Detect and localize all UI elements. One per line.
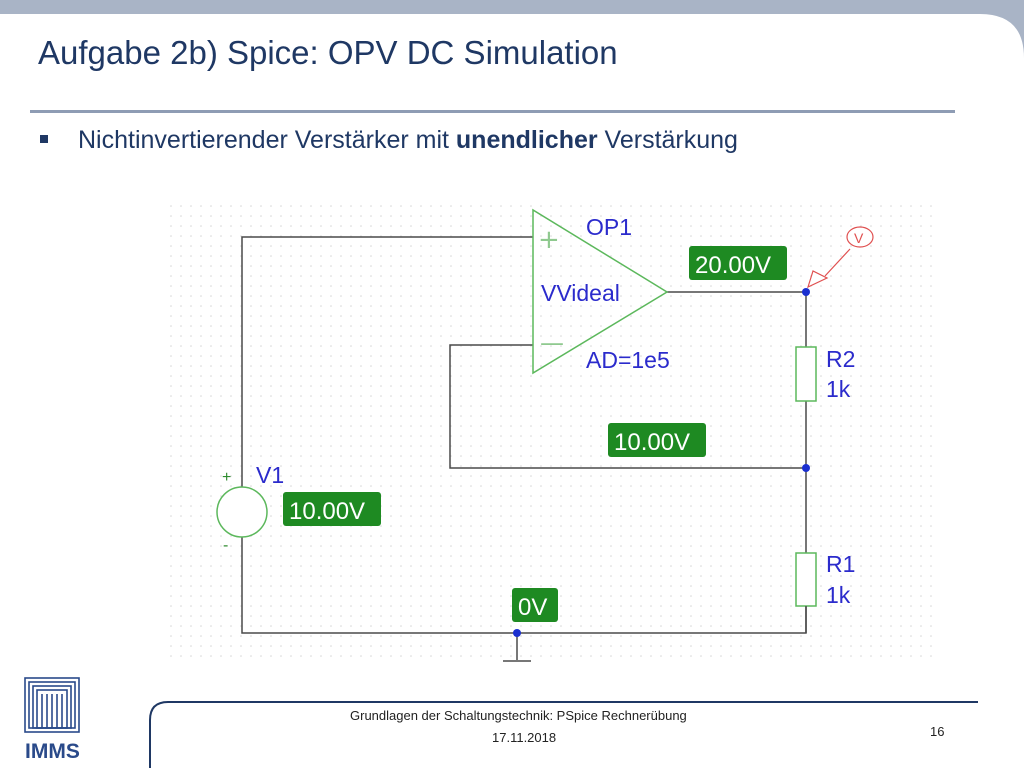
wire-input	[241, 236, 533, 505]
voltage-badge-source: 10.00V	[283, 492, 381, 526]
probe-circle	[846, 226, 874, 248]
page-number: 16	[930, 724, 945, 739]
opamp-minus-sign: —	[540, 329, 564, 357]
opamp-triangle	[532, 208, 669, 375]
r2-name: R2	[826, 346, 855, 372]
opamp-op1: + — OP1 VVideal AD=1e5	[532, 208, 670, 375]
footer-course: Grundlagen der Schaltungstechnik: PSpice…	[350, 708, 687, 723]
r1-value: 1k	[826, 582, 851, 608]
imms-logo: IMMS	[24, 677, 80, 763]
opamp-gain-param: AD=1e5	[586, 347, 670, 373]
v1-plus-terminal: +	[222, 469, 231, 486]
resistor-r2: R2 1k	[795, 346, 855, 402]
probe-label: V	[854, 230, 864, 246]
v1-name: V1	[256, 462, 284, 488]
v1-minus-terminal: -	[223, 537, 228, 554]
bullet-text-emphasis: unendlicher	[455, 126, 598, 154]
resistor-r1: R1 1k	[795, 551, 855, 608]
voltage-output-value: 20.00V	[695, 252, 771, 279]
voltage-feedback-value: 10.00V	[614, 429, 690, 456]
voltage-badge-output: 20.00V	[689, 246, 787, 280]
slide-title: Aufgabe 2b) Spice: OPV DC Simulation	[38, 34, 618, 71]
probe-stem	[824, 248, 851, 277]
footer-frame	[149, 701, 978, 768]
node-feedback	[802, 464, 810, 472]
bullet-text-prefix: Nichtinvertierender Verstärker mit	[78, 126, 456, 154]
bullet-text-suffix: Verstärkung	[597, 126, 738, 154]
node-output	[802, 288, 810, 296]
r2-value: 1k	[826, 376, 851, 402]
wire-feedback	[449, 344, 806, 469]
title-divider	[30, 110, 955, 113]
r1-name: R1	[826, 551, 855, 577]
opamp-plus-sign: +	[538, 225, 560, 255]
voltage-source-value: 10.00V	[289, 498, 365, 525]
square-bullet-icon	[40, 135, 48, 143]
probe-arrow-icon	[807, 270, 829, 289]
opamp-model: VVideal	[541, 280, 620, 306]
node-ground	[513, 629, 521, 637]
r1-body	[795, 552, 817, 607]
footer-date: 17.11.2018	[492, 730, 557, 745]
v1-circle	[216, 486, 268, 538]
circuit-schematic: + — OP1 VVideal AD=1e5 R2 1k R1 1k + - V…	[170, 205, 940, 665]
voltage-probe: V	[807, 226, 874, 289]
r2-body	[795, 346, 817, 402]
logo-text: IMMS	[25, 740, 80, 763]
bullet-item: Nichtinvertierender Verstärker mit unend…	[40, 126, 738, 155]
opamp-name: OP1	[586, 214, 632, 240]
voltage-ground-value: 0V	[518, 594, 547, 621]
voltage-source-v1: + - V1	[216, 462, 284, 554]
voltage-badge-ground: 0V	[512, 588, 558, 622]
voltage-badge-feedback: 10.00V	[608, 423, 706, 457]
